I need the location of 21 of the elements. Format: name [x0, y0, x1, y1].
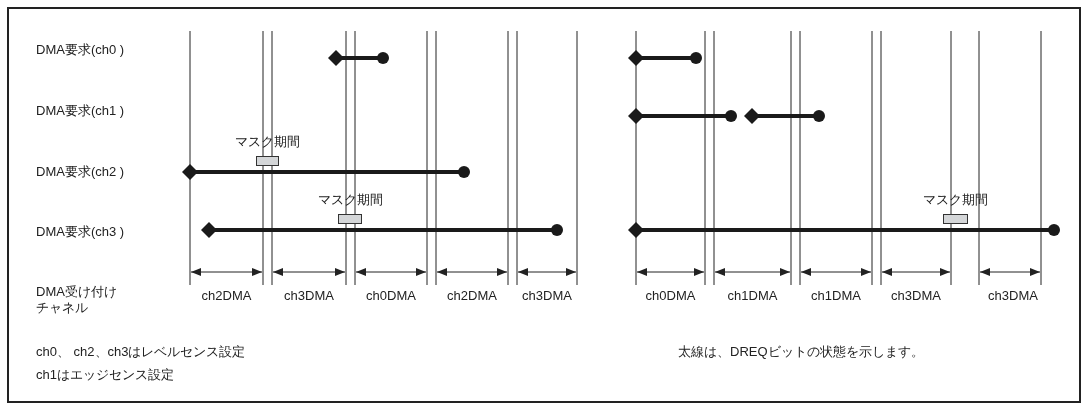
channel-label: ch0DMA: [645, 288, 696, 304]
channel-label: ch1DMA: [811, 288, 861, 304]
channel-label: ch2DMA: [201, 288, 252, 304]
channel-label: ch3DMA: [522, 288, 572, 304]
channel-label: ch3DMA: [988, 288, 1038, 304]
row-label: DMA要求(ch1 ): [36, 103, 125, 119]
channel-label: ch1DMA: [727, 288, 778, 304]
mask-label: マスク期間: [234, 134, 300, 150]
channel-label: ch3DMA: [891, 288, 941, 304]
channel-label: ch3DMA: [284, 288, 334, 304]
mask-label: マスク期間: [922, 192, 988, 208]
channel-label: ch0DMA: [366, 288, 416, 304]
axis-label: DMA受け付けチャネル: [36, 284, 118, 316]
row-label: DMA要求(ch0 ): [36, 42, 125, 58]
note-text: 太線は、DREQビットの状態を示します。: [678, 344, 924, 360]
note-text: ch0、 ch2、ch3はレベルセンス設定: [36, 344, 246, 360]
row-label: DMA要求(ch2 ): [36, 164, 125, 180]
row-label: DMA要求(ch3 ): [36, 224, 125, 240]
note-text: ch1はエッジセンス設定: [36, 367, 174, 383]
mask-label: マスク期間: [317, 192, 383, 208]
channel-label: ch2DMA: [447, 288, 497, 304]
